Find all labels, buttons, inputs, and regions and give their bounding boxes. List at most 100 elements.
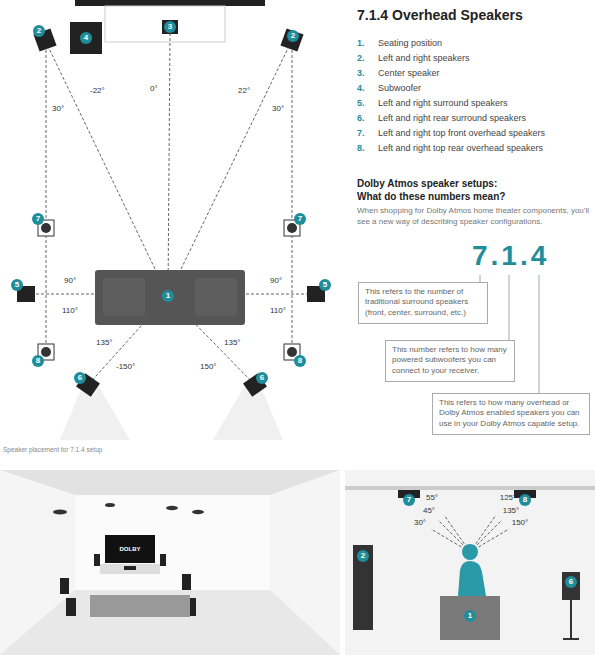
- leader-line: [509, 275, 510, 340]
- angle-label: 135°: [224, 338, 241, 347]
- callout-text: This refers to the number of traditional…: [365, 287, 481, 318]
- list-number: 1.: [357, 38, 365, 48]
- angle-label: -150°: [116, 362, 135, 371]
- list-number: 8.: [357, 143, 365, 153]
- angle-line: [45, 40, 168, 296]
- sofa: [90, 595, 190, 617]
- angle-label: 125°: [500, 493, 517, 502]
- angle-label: 30°: [272, 104, 284, 113]
- callout-box: This number refers to how many powered s…: [385, 340, 515, 382]
- callout-number: 1: [162, 290, 174, 302]
- callout-number: 7: [32, 213, 44, 225]
- subheading: Dolby Atmos speaker setups:: [357, 178, 497, 190]
- list-item: Center speaker: [378, 68, 440, 78]
- list-item: Left and right top front overhead speake…: [378, 128, 545, 138]
- angle-label: 0°: [150, 84, 158, 93]
- floor-plan: [17, 0, 325, 440]
- callout-number: 6: [565, 576, 577, 588]
- ceiling-speaker-cone: [287, 223, 297, 233]
- tv: [105, 535, 155, 563]
- list-number: 6.: [357, 113, 365, 123]
- list-item: Left and right rear surround speakers: [378, 113, 526, 123]
- callout-number: 7: [403, 494, 415, 506]
- side-view-illustration: [345, 470, 595, 655]
- angle-label: 22°: [238, 86, 250, 95]
- angle-line: [168, 40, 292, 296]
- callout-number: 5: [319, 279, 331, 291]
- callout-number: 8: [519, 494, 531, 506]
- seat: [440, 596, 500, 640]
- angle-label: -22°: [90, 86, 105, 95]
- callout-number: 8: [294, 355, 306, 367]
- angle-line: [292, 50, 293, 344]
- callout-number: 4: [80, 32, 92, 44]
- logo-text: DOLBY: [120, 546, 141, 553]
- callout-text: This refers to how many overhead or Dolb…: [439, 398, 583, 429]
- angle-label: 135°: [503, 506, 520, 515]
- back-wall: [75, 495, 270, 590]
- callout-number: 2: [33, 25, 45, 37]
- front-speaker: [94, 554, 100, 566]
- ceiling-speaker: [53, 510, 67, 515]
- sound-beam: [60, 382, 130, 440]
- listener-head: [462, 544, 478, 560]
- tv-cabinet: [100, 564, 160, 574]
- angle-label: 150°: [512, 518, 529, 527]
- leader-line: [539, 275, 540, 393]
- listener-body: [458, 561, 486, 596]
- list-item: Seating position: [378, 38, 442, 48]
- callout-number: 6: [256, 372, 268, 384]
- sofa: [95, 270, 245, 325]
- angle-label: 30°: [414, 518, 426, 527]
- ceiling-speaker: [192, 510, 204, 514]
- caption: Speaker placement for 7.1.4 setup: [3, 446, 102, 453]
- front-speaker: [353, 545, 373, 630]
- front-speaker: [280, 28, 303, 51]
- angle-label: 90°: [270, 276, 282, 285]
- list-item: Left and right top rear overhead speaker…: [378, 143, 543, 153]
- callout-box: This refers to how many overhead or Dolb…: [432, 393, 590, 435]
- list-number: 5.: [357, 98, 365, 108]
- callout-text: This number refers to how many powered s…: [392, 345, 508, 376]
- speaker-stand: [570, 600, 572, 638]
- callout-number: 7: [294, 213, 306, 225]
- rear-speaker: [562, 572, 580, 600]
- config-number: 7.1.4: [472, 240, 549, 272]
- rear-speaker: [66, 598, 76, 616]
- center-speaker: [124, 566, 136, 570]
- ceiling-speaker-cone: [41, 347, 51, 357]
- callout-number: 5: [11, 279, 23, 291]
- angle-label: 55°: [426, 493, 438, 502]
- sound-beam: [213, 382, 283, 440]
- angle-lines: [26, 34, 316, 385]
- ceiling: [345, 486, 595, 490]
- angle-label: 45°: [423, 506, 435, 515]
- angle-line: [46, 50, 47, 344]
- angle-line: [168, 34, 170, 296]
- callout-number: 2: [287, 30, 299, 42]
- subwoofer: [70, 22, 102, 54]
- angle-label: 110°: [270, 306, 286, 315]
- list-item: Subwoofer: [378, 83, 421, 93]
- speaker-stand: [563, 638, 579, 640]
- surround-speaker: [60, 578, 69, 594]
- list-item: Left and right surround speakers: [378, 98, 508, 108]
- angle-label: 30°: [52, 104, 64, 113]
- ceiling-speaker-cone: [41, 223, 51, 233]
- angle-label: 150°: [200, 362, 217, 371]
- subheading: What do these numbers mean?: [357, 191, 505, 203]
- room-illustration: [0, 470, 340, 655]
- room-panel: [0, 470, 340, 655]
- angle-label: 90°: [64, 276, 76, 285]
- callout-number: 8: [32, 355, 44, 367]
- media-console: [105, 6, 225, 42]
- sofa-cushion: [195, 278, 237, 316]
- callout-number: 2: [357, 550, 369, 562]
- surround-speaker: [182, 574, 191, 590]
- description: When shopping for Dolby Atmos home theat…: [357, 206, 592, 228]
- callout-number: 1: [464, 610, 476, 622]
- angle-label: 135°: [96, 338, 113, 347]
- list-number: 7.: [357, 128, 365, 138]
- callout-number: 6: [74, 372, 86, 384]
- angle-label: 110°: [62, 306, 78, 315]
